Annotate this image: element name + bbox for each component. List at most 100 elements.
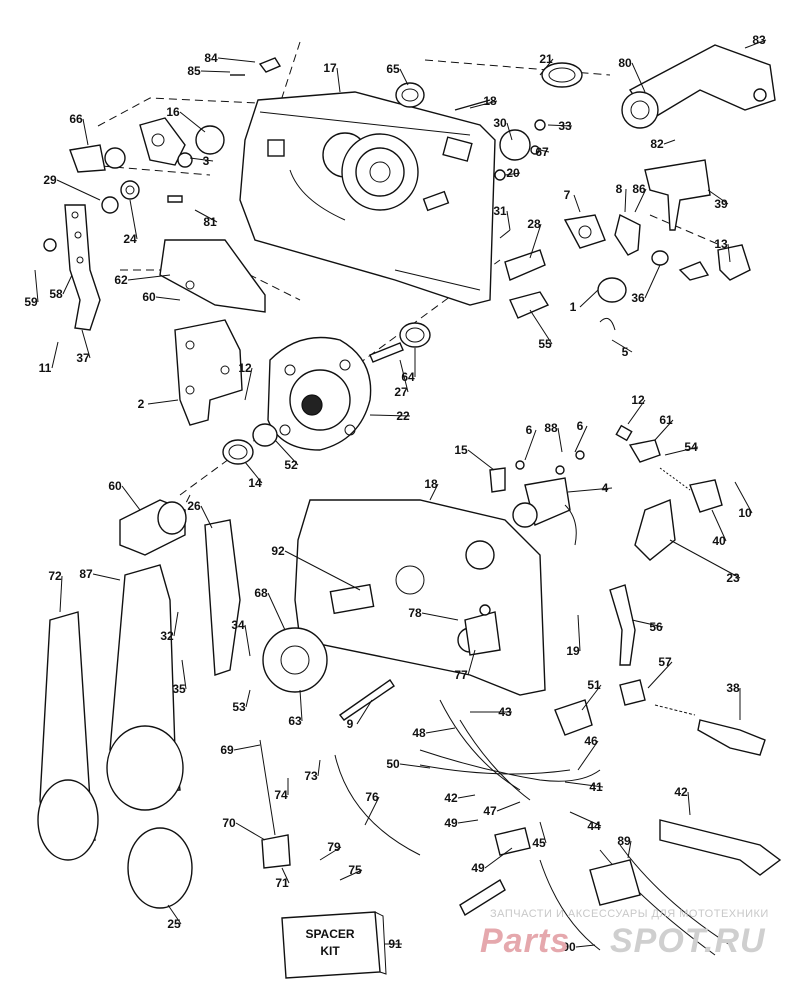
callout-4: 4 <box>602 481 609 495</box>
callout-leader-4 <box>567 487 613 493</box>
callout-leader-76 <box>364 796 380 826</box>
small-hardware-mid <box>489 450 585 493</box>
callout-36: 36 <box>631 291 645 305</box>
callout-84: 84 <box>204 51 218 65</box>
callout-19: 19 <box>566 644 580 658</box>
callout-80: 80 <box>618 56 632 70</box>
callout-76: 76 <box>365 790 379 804</box>
callout-leader-33 <box>547 124 573 127</box>
callout-28: 28 <box>527 217 541 231</box>
callout-leader-60 <box>155 296 181 301</box>
callout-leader-82 <box>663 139 676 145</box>
callout-leader-79 <box>319 846 342 861</box>
upper-housing <box>239 91 496 306</box>
callout-leader-71 <box>281 867 290 884</box>
callout-79: 79 <box>327 840 341 854</box>
callout-leader-11 <box>51 341 59 369</box>
bolt-28 <box>369 322 431 363</box>
callout-38: 38 <box>726 681 740 695</box>
callout-leader-89 <box>627 840 632 859</box>
callout-77: 77 <box>454 668 468 682</box>
callout-leader-58 <box>62 274 73 295</box>
callout-leader-59 <box>34 269 39 303</box>
callout-leader-8 <box>624 188 627 213</box>
callout-64: 64 <box>401 370 415 384</box>
switch-4 <box>512 477 577 546</box>
callout-5: 5 <box>622 345 629 359</box>
callout-leader-60 <box>121 485 141 511</box>
callout-leader-9 <box>356 699 373 725</box>
callout-leader-37 <box>81 329 91 359</box>
callout-31: 31 <box>493 204 507 218</box>
handle-73 <box>37 611 99 861</box>
callout-52: 52 <box>284 458 298 472</box>
callout-39: 39 <box>714 197 728 211</box>
callout-leader-29 <box>56 179 101 201</box>
callout-leader-80 <box>631 62 646 93</box>
callout-87: 87 <box>79 567 93 581</box>
callout-leader-45 <box>539 821 547 844</box>
callout-leader-92 <box>284 550 361 591</box>
callout-89: 89 <box>617 834 631 848</box>
callout-leader-81 <box>194 209 218 223</box>
callout-18: 18 <box>424 477 438 491</box>
callout-leader-13 <box>727 243 731 263</box>
callout-43: 43 <box>498 705 512 719</box>
callout-34: 34 <box>231 618 245 632</box>
callout-16: 16 <box>166 105 180 119</box>
callout-leader-84 <box>217 57 256 63</box>
callout-54: 54 <box>684 440 698 454</box>
callout-50: 50 <box>386 757 400 771</box>
callout-leader-5 <box>611 339 633 353</box>
callout-18: 18 <box>483 94 497 108</box>
callout-62: 62 <box>114 273 128 287</box>
callout-leader-68 <box>267 592 286 631</box>
callout-leader-70 <box>235 822 266 841</box>
callout-leader-31 <box>506 210 511 231</box>
callout-45: 45 <box>532 836 546 850</box>
callout-58: 58 <box>49 287 63 301</box>
callout-49: 49 <box>444 816 458 830</box>
cover-26 <box>127 827 193 909</box>
callout-44: 44 <box>587 819 601 833</box>
callout-82: 82 <box>650 137 664 151</box>
watermark-caption: ЗАПЧАСТИ И АКСЕССУАРЫ ДЛЯ МОТОТЕХНИКИ <box>490 908 769 920</box>
callout-42: 42 <box>444 791 458 805</box>
watermark: ЗАПЧАСТИ И АКСЕССУАРЫ ДЛЯ МОТОТЕХНИКИ Pa… <box>480 908 769 960</box>
callout-leader-27 <box>399 359 409 393</box>
right-mid-parts <box>615 424 723 561</box>
callout-78: 78 <box>408 606 422 620</box>
callout-leader-53 <box>245 689 251 708</box>
callout-leader-54 <box>664 446 699 456</box>
lower-housing <box>294 499 546 696</box>
callout-leader-47 <box>496 801 521 812</box>
callout-9: 9 <box>347 717 354 731</box>
switch-parts <box>563 213 751 331</box>
spacer-kit-line1: SPACER <box>305 927 354 941</box>
callout-47: 47 <box>483 804 497 818</box>
callout-leader-42 <box>457 794 476 799</box>
callout-leader-57 <box>647 661 673 689</box>
bolt-9 <box>338 679 395 721</box>
callout-leader-66 <box>82 118 89 146</box>
callout-83: 83 <box>752 33 766 47</box>
callout-70: 70 <box>222 816 236 830</box>
callout-56: 56 <box>649 620 663 634</box>
cylinder-61 <box>119 499 187 556</box>
callout-14: 14 <box>248 476 262 490</box>
callout-leader-6 <box>524 429 537 461</box>
callout-leader-15 <box>467 449 495 471</box>
callout-88: 88 <box>544 421 558 435</box>
callout-81: 81 <box>203 215 217 229</box>
callout-72: 72 <box>48 569 62 583</box>
callout-71: 71 <box>275 876 289 890</box>
rack-27 <box>204 519 241 676</box>
callout-86: 86 <box>632 182 646 196</box>
callout-leader-12 <box>627 399 646 425</box>
callout-leader-26 <box>200 505 213 529</box>
callout-90: 90 <box>562 940 576 954</box>
callout-48: 48 <box>412 726 426 740</box>
callout-26: 26 <box>187 499 201 513</box>
